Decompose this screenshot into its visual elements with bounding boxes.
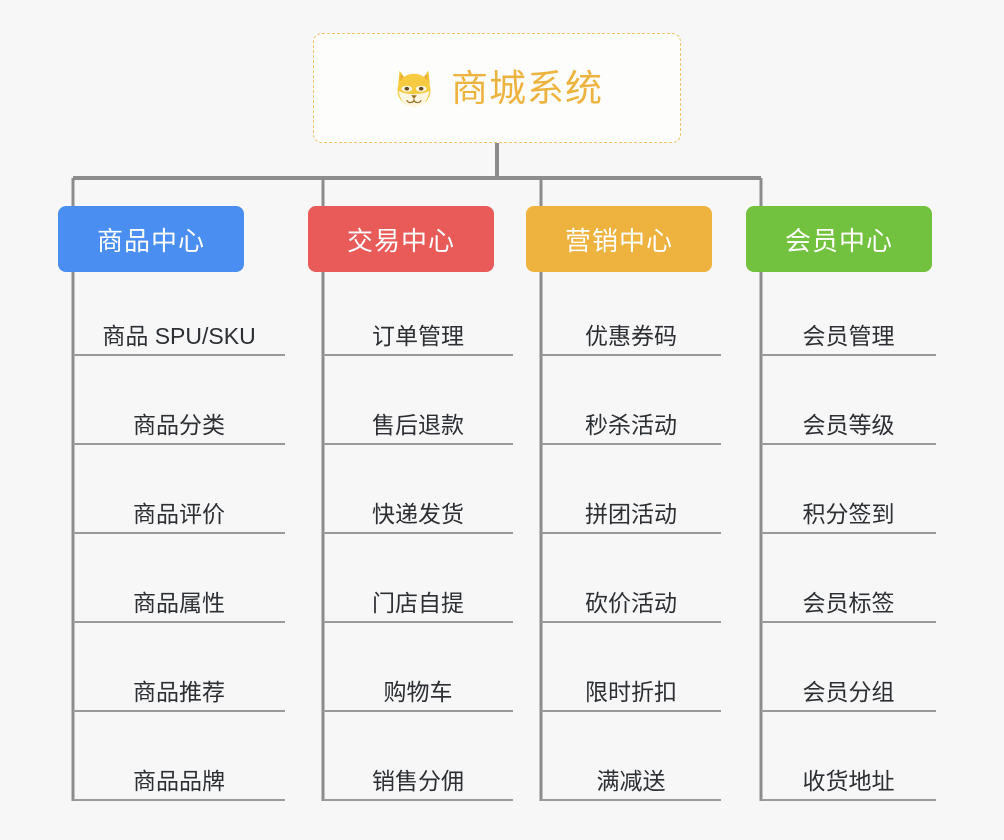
leaf-item[interactable]: 商品推荐 <box>73 652 285 712</box>
leaf-item[interactable]: 优惠券码 <box>541 296 721 356</box>
leaf-item[interactable]: 会员等级 <box>761 385 936 445</box>
category-box-3[interactable]: 营销中心 <box>526 206 712 272</box>
leaf-item[interactable]: 商品品牌 <box>73 741 285 801</box>
category-label: 营销中心 <box>564 225 673 256</box>
leaf-item[interactable]: 秒杀活动 <box>541 385 721 445</box>
leaf-label: 积分签到 <box>802 500 895 527</box>
leaf-item[interactable]: 会员管理 <box>761 296 936 356</box>
leaf-item[interactable]: 订单管理 <box>323 296 513 356</box>
leaf-item[interactable]: 门店自提 <box>323 563 513 623</box>
leaf-label: 收货地址 <box>802 767 895 794</box>
category-box-1[interactable]: 商品中心 <box>58 206 244 272</box>
root-title: 商城系统 <box>451 67 603 109</box>
leaf-label: 会员分组 <box>802 678 895 705</box>
leaf-item[interactable]: 积分签到 <box>761 474 936 534</box>
category-label: 会员中心 <box>784 225 893 256</box>
leaf-label: 满减送 <box>596 767 666 794</box>
leaf-label: 商品属性 <box>133 589 225 616</box>
root-node[interactable]: 商城系统 <box>313 33 681 143</box>
leaf-label: 商品品牌 <box>133 767 225 794</box>
leaf-label: 售后退款 <box>372 411 464 438</box>
leaf-item[interactable]: 快递发货 <box>323 474 513 534</box>
leaf-label: 销售分佣 <box>372 767 464 794</box>
leaf-label: 会员标签 <box>802 589 895 616</box>
leaf-label: 拼团活动 <box>585 500 677 527</box>
leaf-label: 砍价活动 <box>585 589 677 616</box>
leaf-item[interactable]: 销售分佣 <box>323 741 513 801</box>
leaf-item[interactable]: 商品评价 <box>73 474 285 534</box>
leaf-label: 购物车 <box>383 678 453 705</box>
leaf-item[interactable]: 满减送 <box>541 741 721 801</box>
category-label: 交易中心 <box>346 225 455 256</box>
leaf-label: 会员等级 <box>802 411 895 438</box>
leaf-item[interactable]: 商品 SPU/SKU <box>73 296 285 356</box>
category-box-4[interactable]: 会员中心 <box>746 206 932 272</box>
shiba-dog-face-icon <box>397 70 431 109</box>
leaf-label: 商品评价 <box>133 500 225 527</box>
leaf-label: 商品分类 <box>133 411 225 438</box>
leaf-label: 限时折扣 <box>585 678 677 705</box>
leaf-label: 秒杀活动 <box>585 411 677 438</box>
leaf-label: 快递发货 <box>372 500 464 527</box>
leaf-item[interactable]: 售后退款 <box>323 385 513 445</box>
leaf-label: 门店自提 <box>372 589 464 616</box>
leaf-item[interactable]: 砍价活动 <box>541 563 721 623</box>
leaf-item[interactable]: 购物车 <box>323 652 513 712</box>
category-label: 商品中心 <box>96 225 205 256</box>
leaf-item[interactable]: 会员标签 <box>761 563 936 623</box>
leaf-label: 优惠券码 <box>585 322 677 349</box>
leaf-label: 商品 SPU/SKU <box>102 322 256 349</box>
category-box-2[interactable]: 交易中心 <box>308 206 494 272</box>
leaf-item[interactable]: 收货地址 <box>761 741 936 801</box>
leaf-item[interactable]: 会员分组 <box>761 652 936 712</box>
leaf-item[interactable]: 商品分类 <box>73 385 285 445</box>
leaf-item[interactable]: 拼团活动 <box>541 474 721 534</box>
leaf-label: 订单管理 <box>372 322 464 349</box>
leaf-item[interactable]: 限时折扣 <box>541 652 721 712</box>
leaf-item[interactable]: 商品属性 <box>73 563 285 623</box>
leaf-label: 会员管理 <box>802 322 895 349</box>
leaf-label: 商品推荐 <box>133 678 225 705</box>
